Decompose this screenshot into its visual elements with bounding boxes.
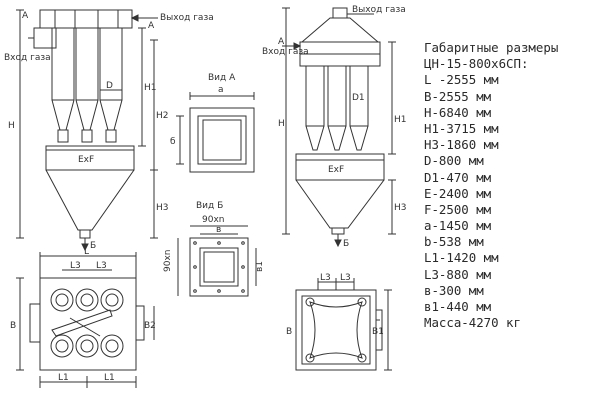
side-arrow-a-label: А [278, 37, 285, 47]
side-view [282, 7, 396, 248]
spec-panel: Габаритные размеры ЦН-15-800x6СП: L -255… [424, 40, 600, 331]
plan-left-dim-l3b: L3 [96, 261, 107, 271]
spec-line: в1-440 мм [424, 299, 492, 314]
plan-left-dim-l: L [84, 247, 89, 257]
spec-line: E-2400 мм [424, 185, 492, 201]
front-arrow-b-label: Б [90, 241, 96, 251]
spec-line: H-6840 мм [424, 104, 492, 120]
spec-line: в-300 мм [424, 282, 484, 298]
spec-line: D-800 мм [424, 153, 484, 169]
side-box-label: ExF [328, 165, 344, 175]
plan-left [16, 252, 155, 388]
plan-right-dim-b1: B1 [372, 327, 384, 337]
plan-left-dim-l1a: L1 [58, 373, 69, 383]
plan-right-dim-b: B [286, 327, 292, 337]
view-b-dim-side1: 90xn [163, 250, 173, 272]
view-b-dim-top2: в [216, 225, 221, 235]
view-b [177, 225, 257, 297]
front-arrow-a-label: А [22, 11, 29, 21]
plan-left-dim-b: B [10, 321, 16, 331]
front-arrow-a2-label: А [148, 21, 155, 31]
front-dim-h1: H1 [144, 83, 157, 93]
front-dim-h3: H3 [156, 203, 169, 213]
side-dim-d1: D1 [352, 93, 365, 103]
spec-line: F-2500 мм [424, 201, 492, 217]
spec-title: Габаритные размеры [424, 40, 559, 55]
view-a-dim-a: a [218, 85, 224, 95]
front-dim-h: H [8, 121, 15, 131]
front-view [16, 9, 158, 252]
view-a-dim-b: б [170, 137, 176, 147]
side-dim-h: H [278, 119, 285, 129]
plan-right [295, 278, 392, 371]
plan-left-dim-l3: L3 [70, 261, 81, 271]
spec-line: Масса-4270 кг [424, 315, 521, 331]
front-gas-inlet-label: Вход газа [4, 53, 51, 63]
spec-line: L1-1420 мм [424, 250, 499, 266]
plan-right-dim-l3a: L3 [320, 273, 331, 283]
side-gas-inlet-label: Вход газа [262, 47, 309, 57]
spec-line: B-2555 мм [424, 88, 492, 104]
spec-line: H3-1860 мм [424, 137, 499, 153]
plan-left-dim-l1b: L1 [104, 373, 115, 383]
spec-line: D1-470 мм [424, 169, 492, 185]
side-gas-outlet-label: Выход газа [352, 5, 406, 15]
front-dim-h2: H2 [156, 111, 169, 121]
plan-left-dim-b2: B2 [144, 321, 156, 331]
spec-line: a-1450 мм [424, 218, 492, 234]
view-b-dim-side2: в1 [255, 261, 265, 272]
view-b-title: Вид Б [196, 201, 223, 211]
front-gas-outlet-label: Выход газа [160, 13, 214, 23]
front-box-label: ExF [78, 155, 94, 165]
side-dim-h1: H1 [394, 115, 407, 125]
front-dim-d: D [106, 81, 113, 91]
spec-line: H1-3715 мм [424, 120, 499, 136]
view-a-title: Вид А [208, 73, 236, 83]
plan-right-dim-l3b: L3 [340, 273, 351, 283]
spec-line: L -2555 мм [424, 72, 499, 88]
side-arrow-b-label: Б [343, 239, 349, 249]
side-dim-h3: H3 [394, 203, 407, 213]
view-a [176, 92, 255, 173]
spec-line: L3-880 мм [424, 266, 492, 282]
spec-model: ЦН-15-800x6СП: [424, 56, 529, 72]
view-b-dim-top1: 90xn [202, 215, 224, 225]
spec-line: b-538 мм [424, 234, 484, 250]
